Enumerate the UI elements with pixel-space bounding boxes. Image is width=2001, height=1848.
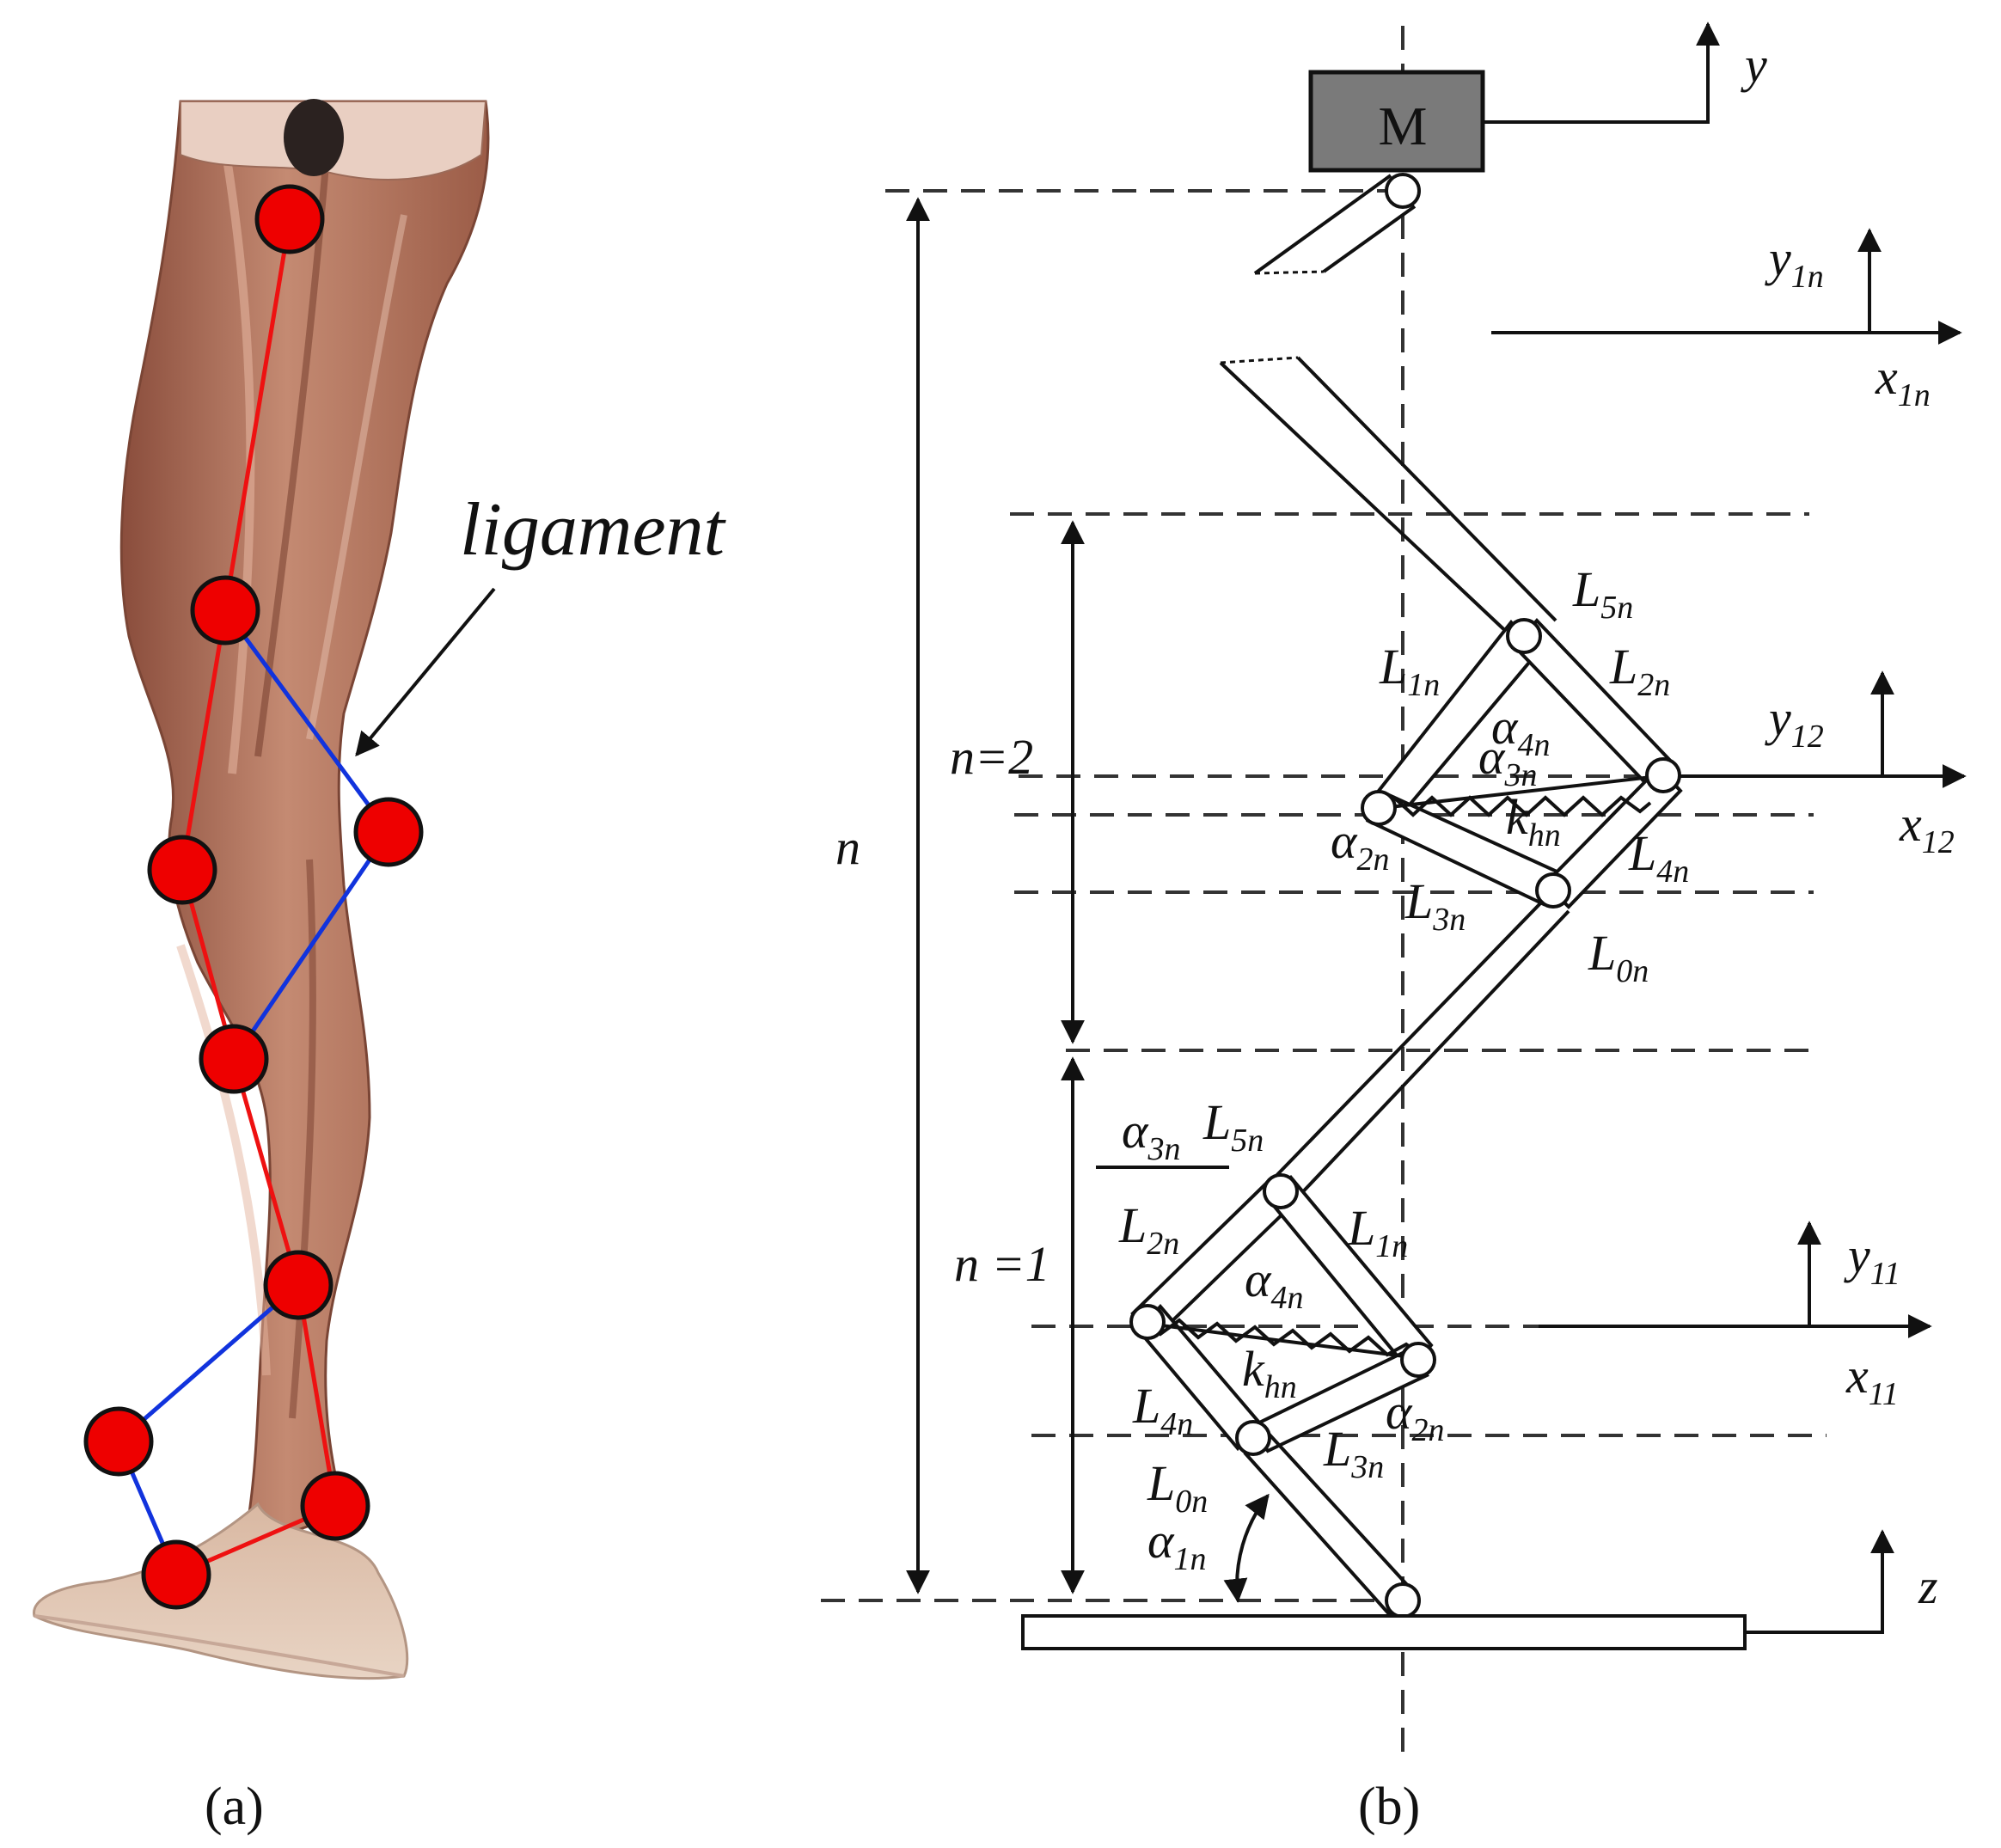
ligament-arrow (355, 587, 496, 757)
leg-illustration (33, 99, 490, 1680)
joint-s1-right (1400, 1342, 1436, 1378)
label-s1-L0: L0n (1147, 1455, 1208, 1520)
label-x1n: x1n (1875, 349, 1931, 413)
middle-long-link (1266, 899, 1570, 1203)
ground-joint (1385, 1582, 1421, 1619)
caption-b: (b) (1358, 1778, 1420, 1836)
bottom-link (1243, 1432, 1420, 1618)
spring-upper (1374, 795, 1652, 817)
panel-b: M y y1n x1n (821, 21, 1967, 1836)
label-s2-L3: L3n (1404, 873, 1466, 938)
height-label: n (835, 819, 860, 875)
knee-joint (147, 835, 217, 905)
label-s1-a4: α4n (1245, 1251, 1303, 1316)
top-axis-y-label: y (1741, 37, 1767, 93)
caption-a: (a) (205, 1778, 264, 1836)
joint-s1-top (1263, 1173, 1299, 1209)
ankle-joint (300, 1471, 370, 1541)
label-s2-L2: L2n (1609, 639, 1670, 703)
label-y12: y12 (1765, 690, 1824, 755)
shin-joint (263, 1250, 334, 1320)
hip-joint (254, 184, 325, 254)
label-y1n: y1n (1765, 230, 1824, 295)
ground-axis-z-label: z (1918, 1558, 1938, 1614)
label-x11: x11 (1845, 1348, 1899, 1412)
joint-s2-right (1645, 757, 1681, 793)
label-s1-L5: L5n (1202, 1094, 1264, 1159)
label-s1-L3: L3n (1323, 1421, 1384, 1485)
label-x12: x12 (1899, 796, 1955, 860)
stage-2-label: n=2 (950, 729, 1033, 785)
spring-lower (1141, 1317, 1427, 1360)
femur-joint (190, 575, 260, 646)
label-s1-L4: L4n (1132, 1378, 1193, 1442)
a1-arc (1223, 1493, 1270, 1603)
joint-s2-top (1506, 618, 1542, 654)
top-link-stub (1253, 174, 1417, 275)
label-s2-L4: L4n (1628, 825, 1689, 890)
top-joint (1385, 173, 1421, 209)
label-s1-a2: α2n (1386, 1384, 1444, 1448)
label-s2-a4: α4n (1491, 699, 1550, 763)
label-s2-a2: α2n (1331, 813, 1389, 878)
label-s2-a3: α3n (1478, 729, 1537, 793)
heel-joint (141, 1539, 211, 1610)
label-s2-L0: L0n (1588, 925, 1649, 989)
top-axis (1483, 21, 1720, 124)
upper-long-link (1219, 356, 1557, 639)
stage-1-label: n =1 (954, 1236, 1050, 1292)
label-s1-k: khn (1242, 1341, 1297, 1405)
stage-2-mechanism (1361, 618, 1683, 909)
joint-s2-bottom (1535, 872, 1571, 909)
label-y11: y11 (1844, 1227, 1900, 1292)
label-s2-k: khn (1506, 789, 1561, 854)
label-s1-a3: α3n (1122, 1103, 1180, 1167)
mass-label: M (1379, 95, 1428, 156)
ligament-label: ligament (460, 488, 727, 572)
ligament-joint-knee (353, 797, 424, 867)
label-s2-L5: L5n (1572, 561, 1633, 626)
joint-s1-bottom (1235, 1420, 1271, 1456)
stage-1-mechanism (1129, 1173, 1436, 1456)
ligament-joint-ankle (83, 1406, 154, 1477)
label-s1-L1: L1n (1347, 1200, 1408, 1264)
ground-axis (1745, 1529, 1894, 1634)
joint-s2-left (1361, 790, 1397, 826)
joint-s1-left (1129, 1304, 1166, 1340)
label-s1-L2: L2n (1118, 1197, 1179, 1262)
mass-block (1308, 70, 1485, 173)
tibia-joint (199, 1024, 269, 1094)
panel-a: ligament (a) (33, 99, 727, 1836)
label-s1-a1: α1n (1147, 1513, 1206, 1577)
ground-plate (1021, 1614, 1747, 1650)
label-s2-L1: L1n (1379, 639, 1440, 703)
